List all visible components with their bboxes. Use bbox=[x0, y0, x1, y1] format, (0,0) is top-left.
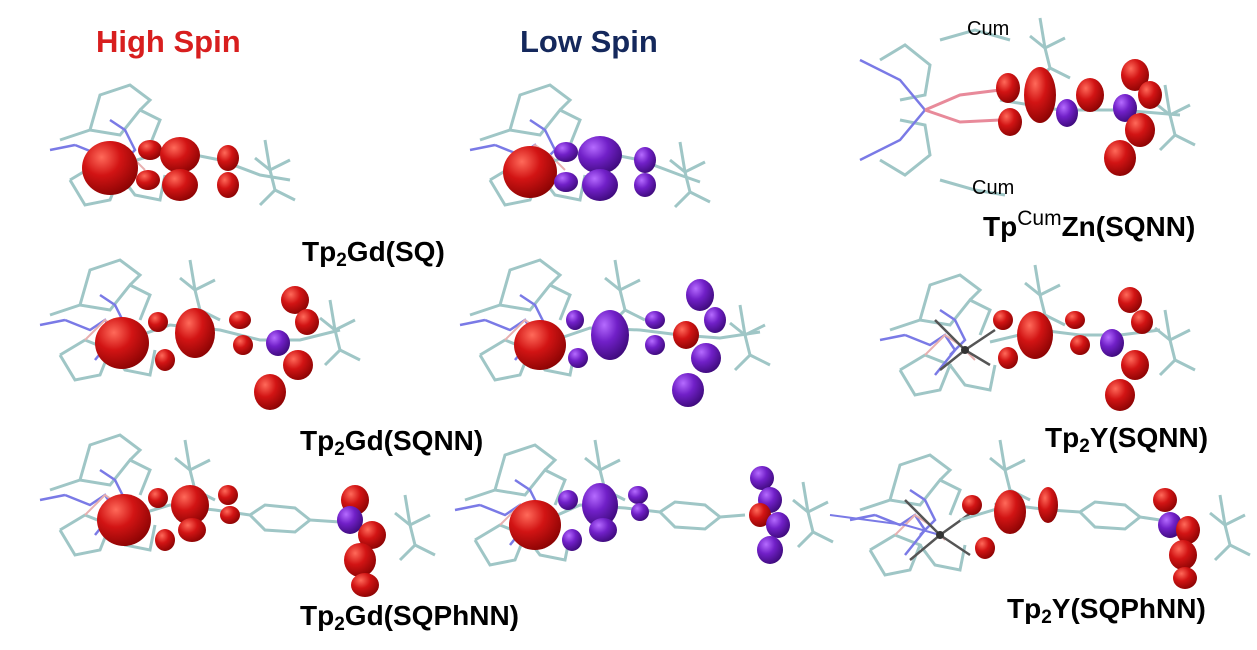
molecule-r2-low-spin bbox=[458, 258, 772, 407]
cum-label-bottom: Cum bbox=[972, 177, 1015, 199]
low-spin-header: Low Spin bbox=[520, 24, 658, 59]
molecule-r3-y bbox=[829, 438, 1252, 589]
molecule-r2-high-spin bbox=[38, 258, 362, 410]
molecule-r1-zn bbox=[859, 16, 1197, 197]
caption-tp2y-sqnn: Tp2Y(SQNN) bbox=[1045, 422, 1209, 457]
molecule-r2-y bbox=[878, 263, 1197, 411]
caption-tp2y-sqphnn: Tp2Y(SQPhNN) bbox=[1007, 593, 1206, 628]
caption-tp2gd-sqnn: Tp2Gd(SQNN) bbox=[300, 425, 484, 460]
molecule-r1-high-spin bbox=[48, 83, 297, 207]
caption-tpcum-zn-sqnn: TpCumZn(SQNN) bbox=[983, 207, 1196, 242]
caption-tp2gd-sq: Tp2Gd(SQ) bbox=[302, 236, 445, 271]
cum-label-top: Cum bbox=[967, 18, 1010, 40]
molecule-r1-low-spin bbox=[468, 83, 712, 209]
molecule-r3-high-spin bbox=[38, 433, 437, 597]
high-spin-header: High Spin bbox=[96, 24, 241, 59]
caption-tp2gd-sqphnn: Tp2Gd(SQPhNN) bbox=[300, 600, 520, 635]
molecule-r3-low-spin bbox=[453, 438, 835, 567]
